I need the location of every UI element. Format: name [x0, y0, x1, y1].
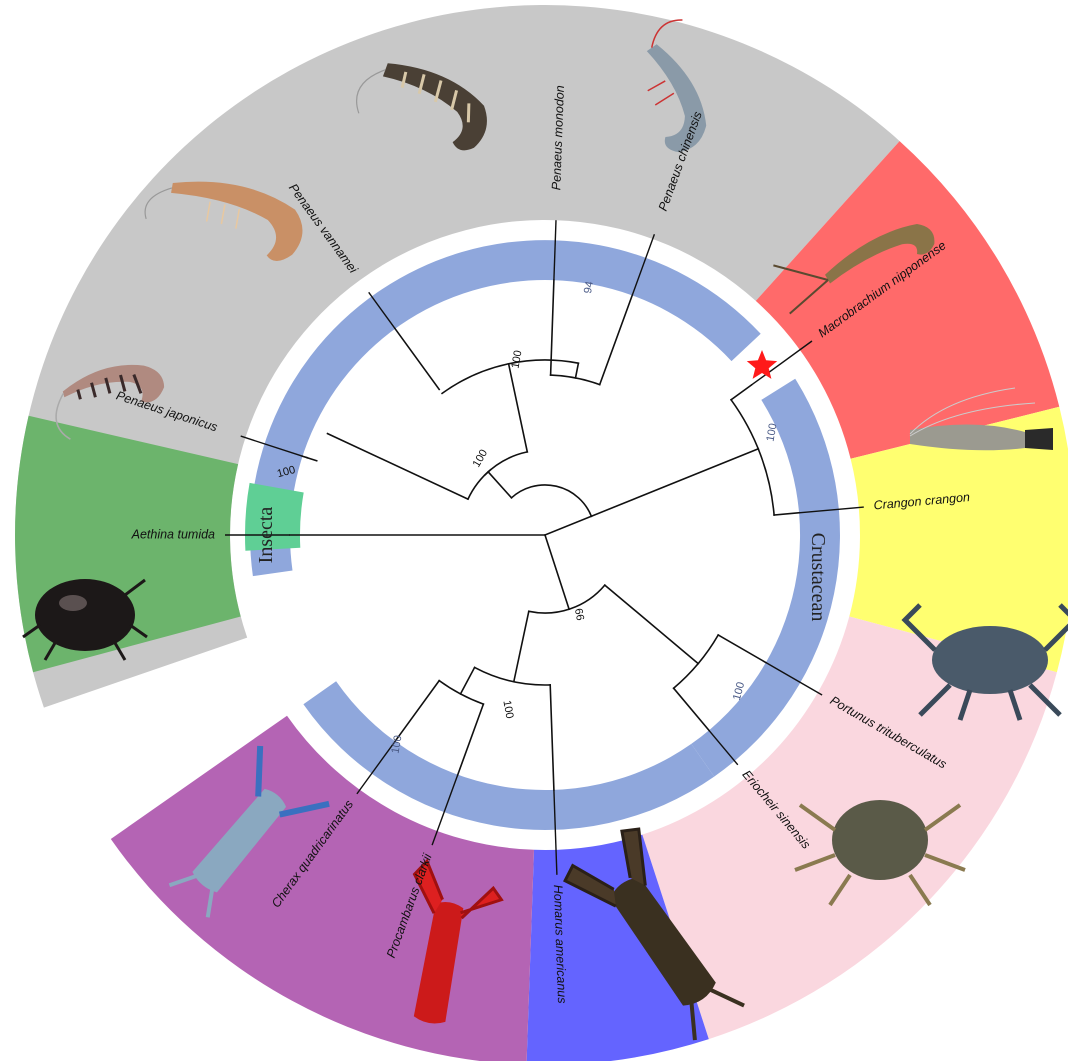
branch-procambarus: [458, 704, 484, 775]
branch-brachyura-stem: [605, 585, 698, 664]
branch-crangon: [774, 513, 799, 515]
bootstrap-caridea: 100: [765, 422, 780, 442]
branch-chinensis: [600, 295, 633, 384]
bootstrap-penaeus-inner: 94: [582, 280, 596, 294]
branch-macrobrachium: [731, 385, 751, 400]
bootstrap-penaeus-crown: 100: [510, 349, 525, 369]
branch-eriocheir: [674, 688, 709, 730]
branch-to-monchi: [576, 363, 579, 378]
branch-caridea-stem: [545, 449, 758, 535]
branch-homarus: [550, 685, 554, 790]
red-star-icon: [747, 350, 777, 379]
branch-penaeus-crown: [509, 364, 528, 452]
arc-penaeus-all: [468, 470, 490, 499]
arc-penaeus: [485, 452, 527, 475]
arc-reptantia: [529, 585, 605, 613]
group-label-insecta: Insecta: [255, 507, 277, 564]
taxon-label-aethina-tumida: Aethina tumida: [131, 527, 215, 541]
bootstrap-astacidea: 100: [500, 699, 515, 719]
branch-jap-stem: [307, 458, 317, 461]
branch-crayfish-stem: [461, 667, 475, 694]
branch-astacidea-stem: [514, 611, 529, 681]
branch-cherax: [395, 681, 439, 742]
group-label-crustacean: Crustacean: [807, 533, 829, 622]
branch-vannamei: [395, 329, 439, 390]
bootstrap-penaeus-all: 100: [471, 448, 491, 470]
arc-root-crustacea: [512, 485, 592, 516]
branch-portunus: [718, 635, 766, 663]
arc-astacidea: [475, 667, 551, 685]
branch-japonicus-stem: [328, 434, 469, 500]
branch-reptantia-stem: [545, 535, 569, 609]
bootstrap-reptantia: 66: [572, 607, 586, 621]
tree-branches: [290, 280, 799, 790]
sector-crayfish: [111, 716, 534, 1061]
branch-penaeus-root: [488, 472, 511, 498]
